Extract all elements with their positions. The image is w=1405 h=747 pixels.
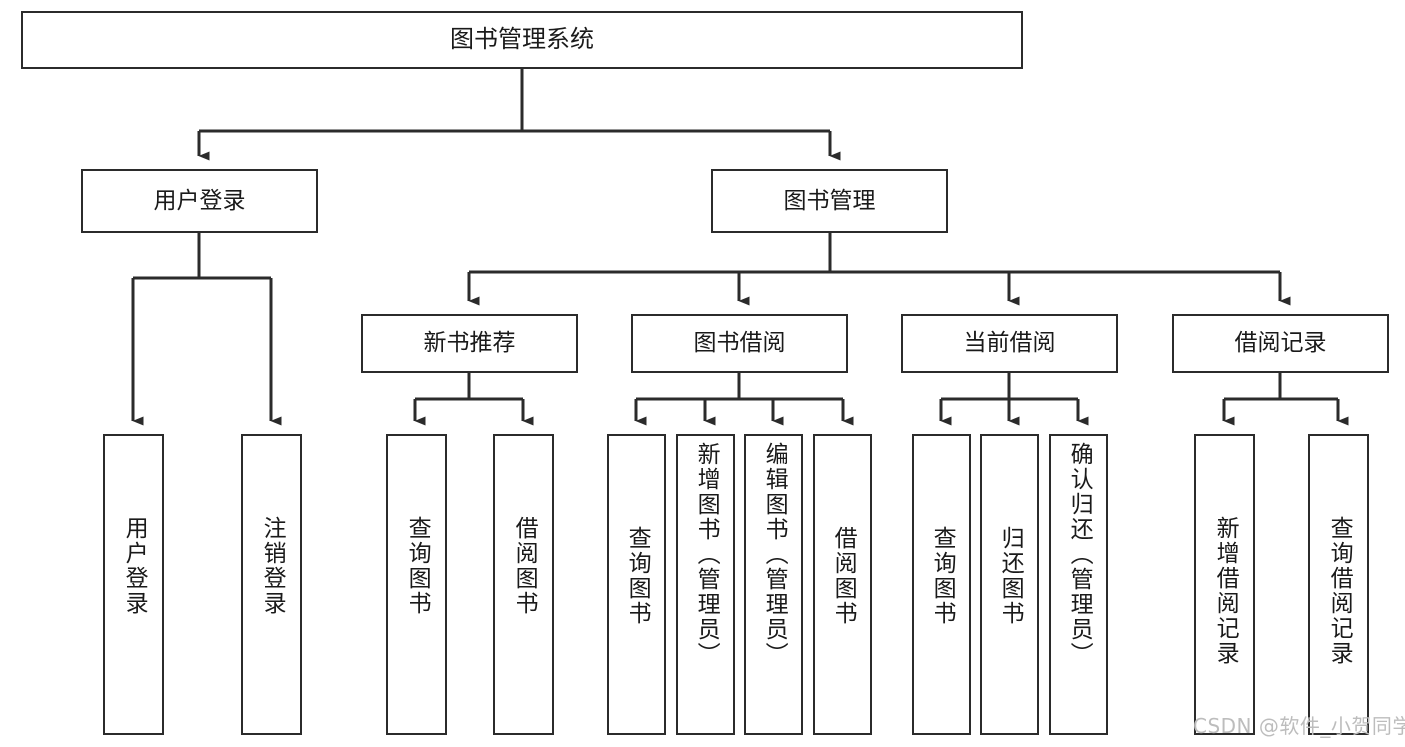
node-label: 查询图书 bbox=[624, 526, 651, 626]
node-label: 图书管理 bbox=[783, 187, 876, 214]
node-label: 借阅记录 bbox=[1234, 330, 1327, 357]
node-book-management[interactable]: 图书管理 bbox=[711, 169, 948, 233]
leaf-add-book-admin[interactable]: 新增图书（管理员） bbox=[676, 434, 735, 735]
node-label: 图书管理系统 bbox=[450, 25, 594, 54]
leaf-add-borrow-record[interactable]: 新增借阅记录 bbox=[1194, 434, 1255, 735]
leaf-query-book-borrow[interactable]: 查询图书 bbox=[607, 434, 666, 735]
node-label: 查询图书 bbox=[929, 526, 956, 626]
node-label: 编辑图书（管理员） bbox=[761, 442, 788, 667]
leaf-query-book-recommend[interactable]: 查询图书 bbox=[386, 434, 447, 735]
leaf-return-book[interactable]: 归还图书 bbox=[980, 434, 1039, 735]
node-label: 查询借阅记录 bbox=[1326, 516, 1353, 666]
node-label: 新增图书（管理员） bbox=[693, 442, 720, 667]
leaf-borrow-book[interactable]: 借阅图书 bbox=[813, 434, 872, 735]
leaf-logout[interactable]: 注销登录 bbox=[241, 434, 302, 735]
node-label: 确认归还（管理员） bbox=[1066, 442, 1093, 667]
node-label: 新书推荐 bbox=[423, 330, 516, 357]
leaf-query-borrow-record[interactable]: 查询借阅记录 bbox=[1308, 434, 1369, 735]
node-label: 用户登录 bbox=[121, 516, 148, 616]
node-user-login[interactable]: 用户登录 bbox=[81, 169, 318, 233]
node-label: 用户登录 bbox=[153, 187, 246, 214]
node-label: 注销登录 bbox=[259, 516, 286, 616]
node-borrow-record[interactable]: 借阅记录 bbox=[1172, 314, 1389, 373]
leaf-edit-book-admin[interactable]: 编辑图书（管理员） bbox=[744, 434, 803, 735]
node-label: 借阅图书 bbox=[830, 526, 857, 626]
leaf-confirm-return-admin[interactable]: 确认归还（管理员） bbox=[1049, 434, 1108, 735]
node-book-borrow[interactable]: 图书借阅 bbox=[631, 314, 848, 373]
node-label: 借阅图书 bbox=[511, 516, 538, 616]
node-label: 新增借阅记录 bbox=[1212, 516, 1239, 666]
node-label: 归还图书 bbox=[997, 526, 1024, 626]
node-new-book-recommend[interactable]: 新书推荐 bbox=[361, 314, 578, 373]
leaf-user-login[interactable]: 用户登录 bbox=[103, 434, 164, 735]
node-label: 图书借阅 bbox=[693, 330, 786, 357]
leaf-borrow-book-recommend[interactable]: 借阅图书 bbox=[493, 434, 554, 735]
csdn-watermark: CSDN @软件_小贺同学 bbox=[1193, 714, 1405, 738]
node-label: 查询图书 bbox=[404, 516, 431, 616]
node-current-borrow[interactable]: 当前借阅 bbox=[901, 314, 1118, 373]
leaf-query-book-current[interactable]: 查询图书 bbox=[912, 434, 971, 735]
node-root-system[interactable]: 图书管理系统 bbox=[21, 11, 1023, 69]
node-label: 当前借阅 bbox=[963, 330, 1056, 357]
